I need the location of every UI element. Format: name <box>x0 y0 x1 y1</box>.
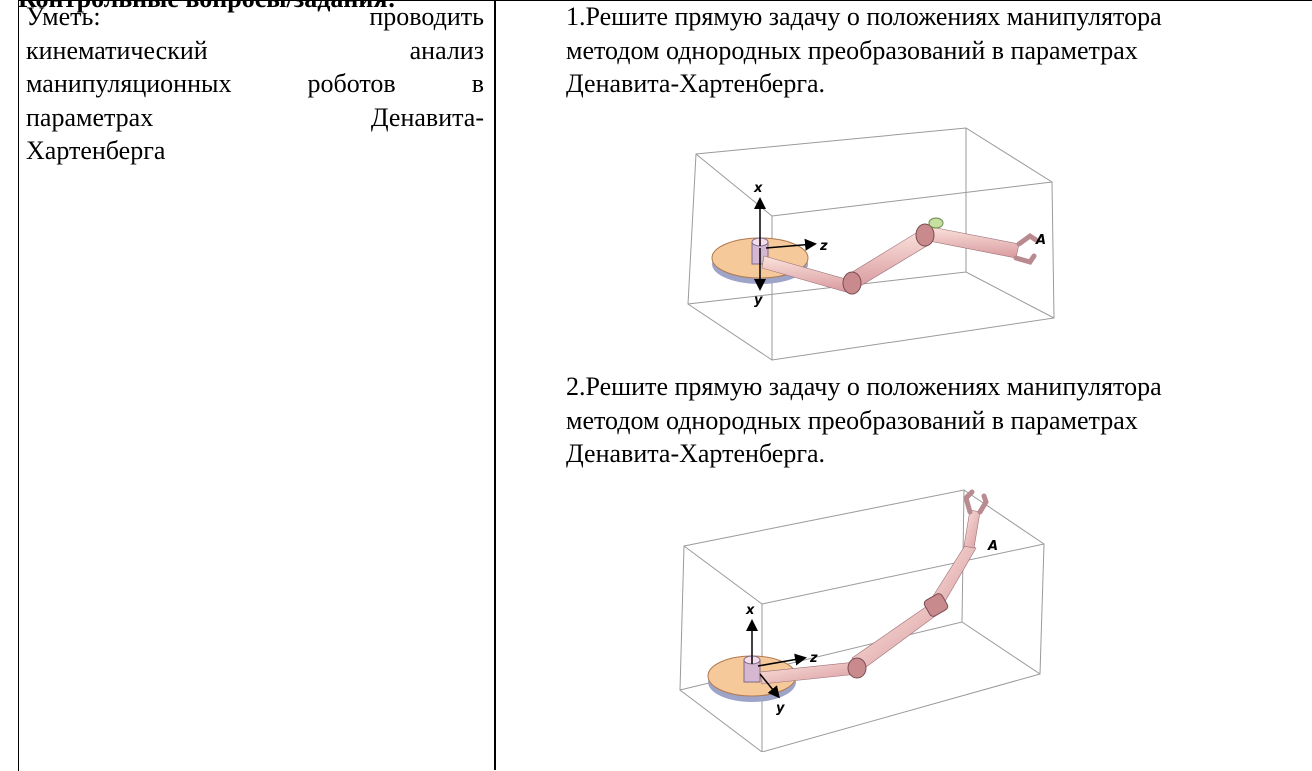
skill-line: Уметь: проводить <box>26 0 484 34</box>
axis-label-y: y <box>776 701 785 716</box>
skill-word: анализ <box>409 35 484 65</box>
manipulator-figure-2: x y z A <box>679 489 1045 752</box>
skill-word: кинематический <box>26 35 208 65</box>
skill-line: параметрах Денавита- <box>26 101 484 135</box>
robot-arm <box>761 217 1039 295</box>
skill-word: проводить <box>369 2 484 31</box>
skill-word: Хартенберга <box>26 136 166 165</box>
skill-word: роботов <box>307 69 396 98</box>
column-divider <box>494 0 496 770</box>
skill-word: Уметь: <box>26 2 101 31</box>
task-2-text: 2.Решите прямую задачу о положениях мани… <box>566 370 1162 471</box>
point-label-a: A <box>987 539 998 554</box>
axis-label-z: z <box>819 239 828 254</box>
skill-line: кинематический анализ <box>26 34 484 68</box>
task-line: методом однородных преобразований в пара… <box>566 405 1138 435</box>
skill-word: Денавита- <box>370 102 484 132</box>
robot-arm <box>759 489 989 685</box>
manipulator-figure-1: x y z A <box>687 127 1055 361</box>
point-label-a: A <box>1035 233 1046 248</box>
task-1-text: 1.Решите прямую задачу о положениях мани… <box>566 0 1162 101</box>
task-line: 2.Решите прямую задачу о положениях мани… <box>566 372 1162 401</box>
skill-line: манипуляционных роботов в <box>26 67 484 101</box>
coordinate-axes <box>746 619 807 699</box>
task-line: Денавита-Хартенберга. <box>566 69 826 98</box>
skill-cell: Уметь: проводить кинематический анализ м… <box>26 0 484 168</box>
axis-label-z: z <box>809 651 818 666</box>
task-line: 1.Решите прямую задачу о положениях мани… <box>566 2 1162 31</box>
requirements-table <box>18 0 1312 771</box>
page-heading: Контрольные вопросы/задания: <box>18 0 396 14</box>
coordinate-axes <box>754 197 817 291</box>
task-line: Денавита-Хартенберга. <box>566 439 826 468</box>
axis-label-x: x <box>753 181 763 196</box>
skill-word: манипуляционных <box>26 69 232 98</box>
skill-line: Хартенберга <box>26 134 484 168</box>
axis-label-x: x <box>745 603 755 618</box>
task-line: методом однородных преобразований в пара… <box>566 35 1138 65</box>
skill-word: в <box>471 69 485 98</box>
skill-word: параметрах <box>26 102 154 132</box>
axis-label-y: y <box>754 293 763 308</box>
